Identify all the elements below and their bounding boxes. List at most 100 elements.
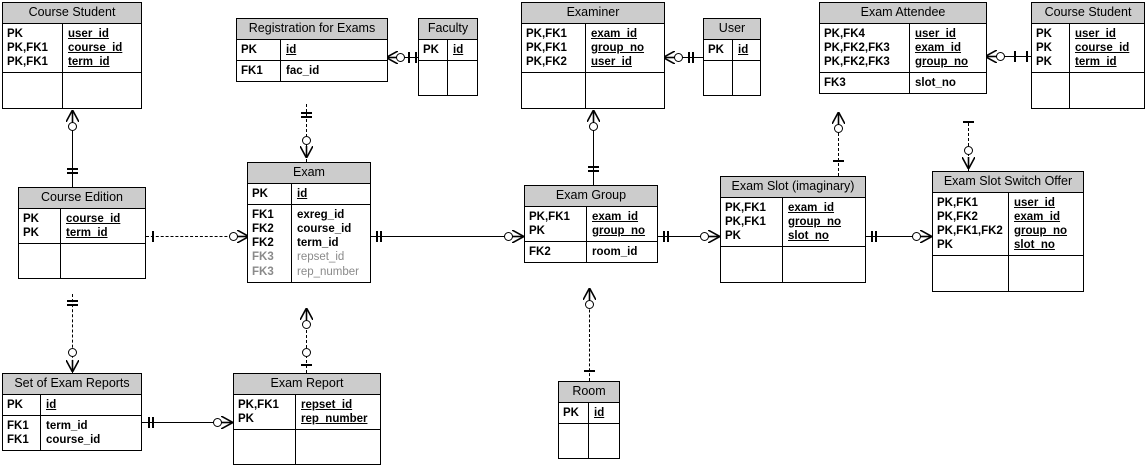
attribute-column (586, 73, 664, 107)
cardinality-many-crowsfoot (663, 50, 675, 64)
key-label: PK (1036, 55, 1052, 68)
attr-section-course_student_left (3, 73, 141, 108)
cardinality-tick (692, 52, 694, 63)
relationship-line (589, 290, 590, 381)
entity-title-exam_group: Exam Group (525, 186, 657, 207)
key-label: PK,FK2,FK3 (824, 41, 890, 54)
attribute-label: repset_id (297, 251, 345, 264)
attribute-label: course_id (68, 41, 123, 54)
attribute-label: exam_id (788, 201, 835, 214)
attribute-label: slot_no (1014, 239, 1055, 252)
key-label: FK2 (252, 222, 274, 235)
cardinality-many-crowsfoot (299, 308, 313, 320)
key-column (234, 429, 296, 465)
attribute-label: group_no (592, 224, 646, 237)
key-label: PK,FK1 (7, 55, 48, 68)
key-label: PK (252, 187, 268, 200)
key-column (704, 60, 733, 96)
key-label: PK (23, 226, 39, 239)
key-column: PK (419, 39, 448, 60)
cardinality-tick (301, 364, 312, 366)
cardinality-many-crowsfoot (221, 415, 233, 429)
key-label: PK (1036, 41, 1052, 54)
cardinality-optional-circle (67, 121, 77, 131)
relationship-line (658, 236, 720, 237)
key-label: PK (23, 212, 39, 225)
entity-title-faculty: Faculty (419, 19, 477, 40)
attribute-label: exam_id (915, 41, 962, 54)
cardinality-tick (301, 116, 312, 118)
attribute-label: exam_id (1014, 210, 1061, 223)
cardinality-optional-circle (67, 347, 77, 357)
key-column: FK1 (237, 60, 281, 81)
cardinality-optional-circle (995, 51, 1005, 61)
attribute-label: term_id (297, 237, 339, 250)
cardinality-many-crowsfoot (985, 49, 997, 63)
attr-section-course_edition (19, 243, 145, 279)
attribute-label: id (297, 187, 308, 200)
attribute-label: exam_id (591, 27, 638, 40)
pk-section-faculty: PK id (419, 39, 477, 61)
attribute-label: user_id (591, 55, 632, 68)
cardinality-many-crowsfoot (65, 360, 79, 372)
relationship-line (593, 112, 594, 185)
attr-section-exam_report (234, 429, 380, 465)
pk-section-exam: PK id (248, 183, 370, 205)
key-label: PK (238, 412, 254, 425)
cardinality-tick (588, 166, 599, 168)
cardinality-tick (301, 112, 312, 114)
attr-section-room (559, 423, 619, 459)
cardinality-optional-circle (395, 52, 405, 62)
attribute-column: fac_id (281, 61, 387, 81)
key-label: FK1 (252, 208, 274, 221)
key-column: PK (3, 394, 41, 415)
cardinality-tick (152, 417, 154, 428)
attribute-column (61, 244, 145, 278)
attribute-label: id (286, 43, 297, 56)
entity-title-course_student_right: Course Student (1032, 3, 1144, 24)
key-label: PK,FK1 (526, 27, 567, 40)
attribute-label: id (453, 43, 464, 56)
key-column (419, 60, 448, 96)
cardinality-optional-circle (584, 299, 594, 309)
key-label: PK,FK1 (526, 41, 567, 54)
cardinality-many-crowsfoot (831, 112, 845, 124)
cardinality-tick (1014, 51, 1016, 62)
cardinality-many-crowsfoot (920, 229, 932, 243)
attribute-column: room_id (587, 242, 657, 262)
cardinality-many-crowsfoot (299, 146, 313, 158)
attribute-label: repset_id (301, 398, 353, 411)
cardinality-optional-circle (301, 135, 311, 145)
cardinality-tick (667, 231, 669, 242)
cardinality-many-crowsfoot (512, 229, 524, 243)
attribute-column (296, 430, 380, 464)
relationship-line (146, 236, 247, 237)
